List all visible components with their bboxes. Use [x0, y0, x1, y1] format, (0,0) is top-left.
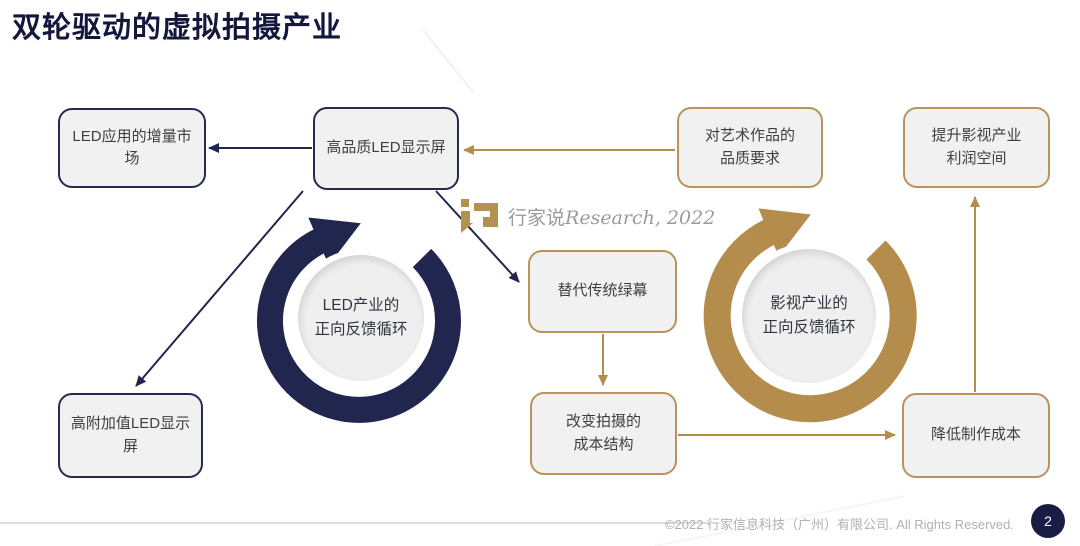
box-high-quality-led-display: 高品质LED显示屏 [313, 107, 459, 190]
box-shooting-cost-structure: 改变拍摄的 成本结构 [530, 392, 677, 475]
arrow-highquality-to-highvalue [135, 190, 304, 387]
watermark-brand-cn: 行家说 [508, 206, 566, 229]
decorative-slash-bottom [654, 495, 906, 546]
box-high-value-led-display: 高附加值LED显示屏 [58, 393, 203, 478]
led-cycle-ring-arrow [257, 217, 461, 423]
slide-title: 双轮驱动的虚拟拍摄产业 [12, 12, 343, 44]
film-cycle-ring-arrow [703, 208, 917, 423]
footer-divider [0, 522, 710, 524]
box-art-quality-requirement: 对艺术作品的 品质要求 [677, 107, 823, 188]
box-film-profit-space: 提升影视产业 利润空间 [903, 107, 1050, 188]
box-replace-green-screen: 替代传统绿幕 [528, 250, 677, 333]
hangjiashuo-logo-icon [461, 199, 498, 233]
led-cycle-label: LED产业的 正向反馈循环 [298, 255, 424, 381]
footer-copyright: ©2022 行家信息科技（广州）有限公司. All Rights Reserve… [664, 517, 1014, 532]
decorative-slash-top [422, 29, 474, 93]
watermark-text: 行家说Research, 2022 [508, 203, 715, 230]
watermark-brand-en: Research, 2022 [565, 206, 716, 229]
box-led-increment-market: LED应用的增量市场 [58, 108, 206, 188]
arrow-highquality-to-greenscreen [435, 190, 520, 283]
box-reduce-production-cost: 降低制作成本 [902, 393, 1050, 478]
page-number-badge: 2 [1031, 504, 1065, 538]
watermark: 行家说Research, 2022 [458, 198, 715, 234]
film-cycle-label: 影视产业的 正向反馈循环 [742, 249, 876, 383]
